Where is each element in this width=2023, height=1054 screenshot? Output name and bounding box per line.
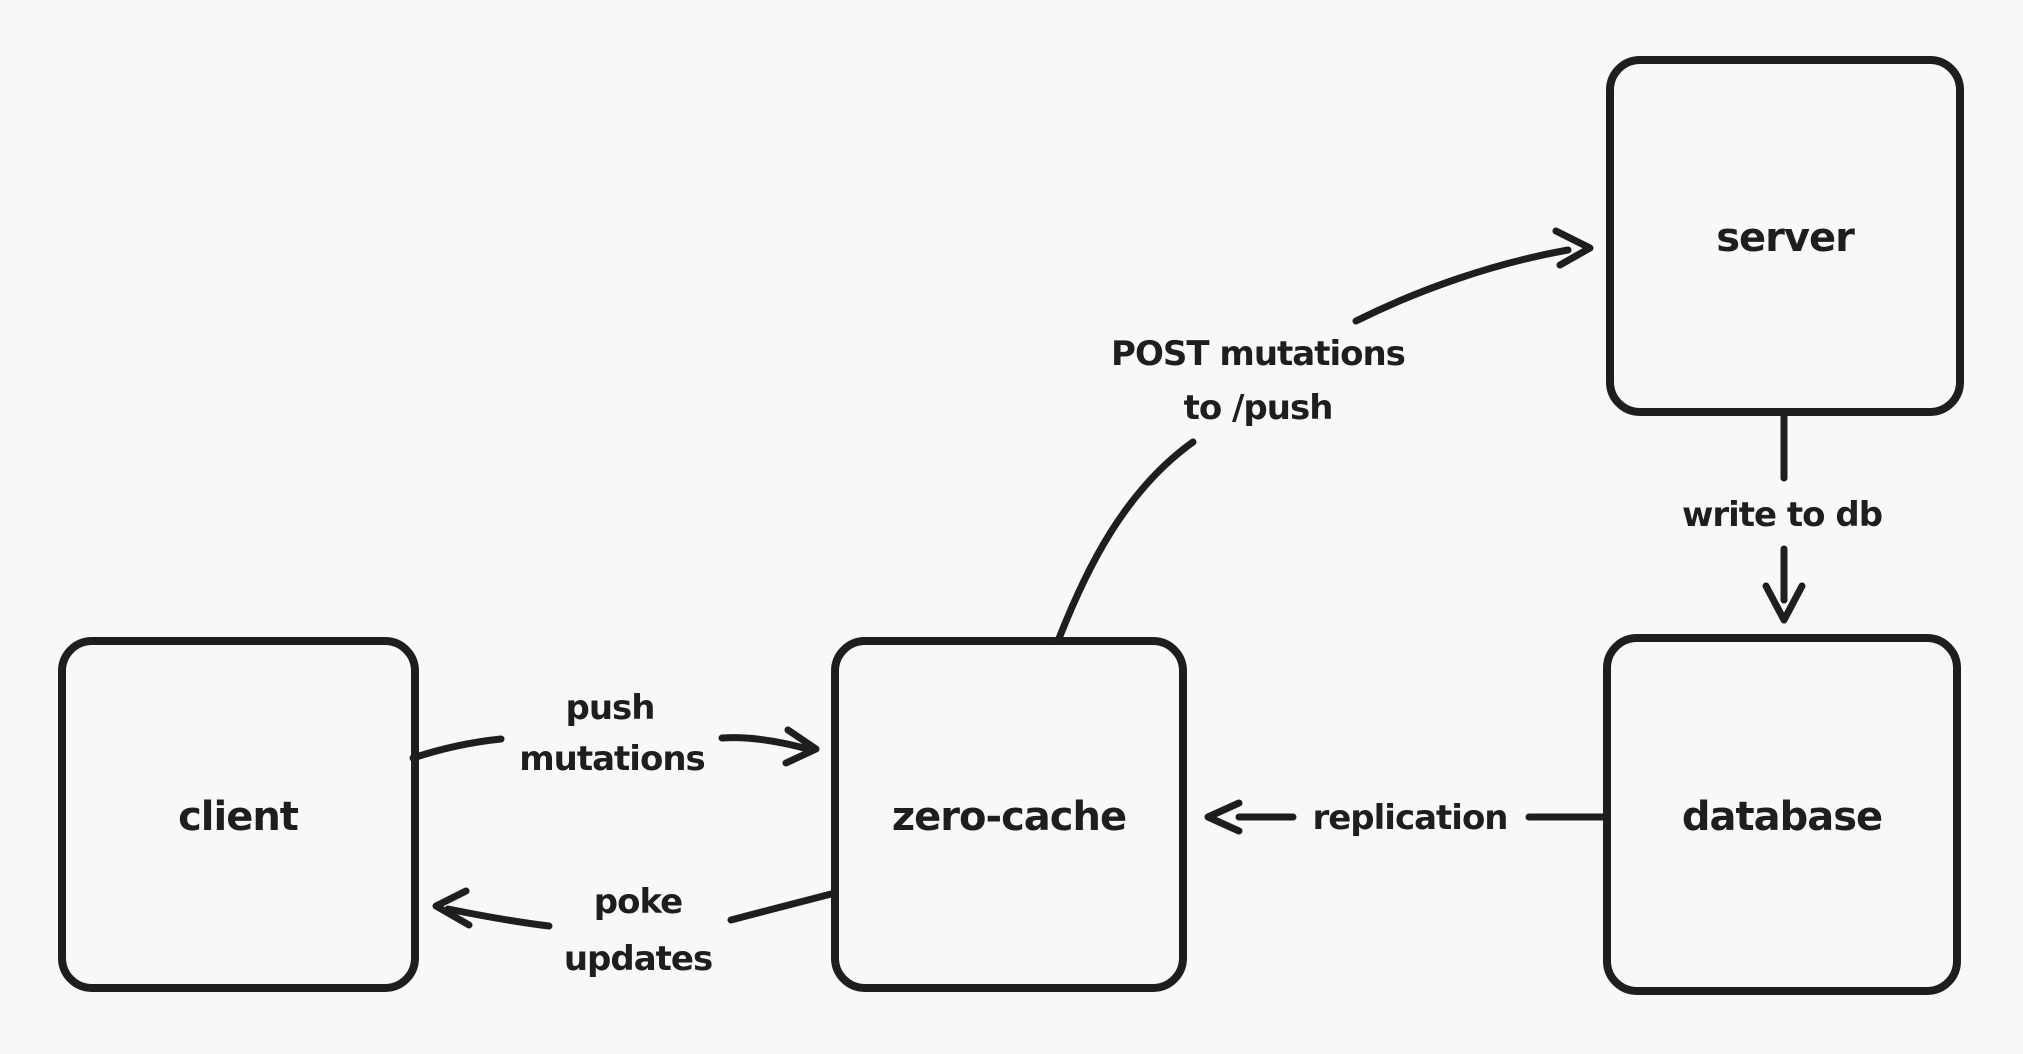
poke-updates-arrowhead-icon [432, 887, 473, 929]
write-to-db-label: write to db [1682, 495, 1882, 535]
replication-arrowhead-icon [1204, 799, 1243, 835]
post-mutations-arrow-shaft [1352, 246, 1572, 325]
poke-updates-arrow-tail [727, 889, 839, 924]
replication-label: replication [1312, 798, 1507, 838]
database-node-label: database [1682, 794, 1882, 840]
client-node-label: client [178, 794, 299, 840]
poke-updates-label-line2: updates [564, 939, 712, 979]
post-mutations-arrowhead-icon [1552, 227, 1594, 269]
zero-cache-node-label: zero-cache [892, 794, 1126, 840]
server-node-label: server [1716, 215, 1855, 261]
push-mutations-arrow-tail [409, 735, 505, 762]
client-node-box [58, 637, 419, 992]
push-mutations-arrowhead-icon [782, 726, 820, 767]
poke-updates-label-line1: poke [594, 882, 682, 922]
push-mutations-label-line2: mutations [519, 739, 705, 779]
post-mutations-label-line1: POST mutations [1111, 334, 1405, 374]
push-mutations-arrow-shaft [718, 734, 812, 753]
poke-updates-arrow-shaft [444, 905, 553, 930]
post-mutations-arrow-tail [1054, 438, 1197, 645]
push-mutations-label-line1: push [566, 688, 655, 728]
diagram-labels: client zero-cache server database push m… [178, 215, 1883, 979]
diagram-shapes [58, 56, 1964, 995]
zero-cache-node-box [831, 637, 1187, 992]
write-to-db-arrowhead-icon [1762, 582, 1806, 624]
post-mutations-label-line2: to /push [1184, 388, 1333, 428]
